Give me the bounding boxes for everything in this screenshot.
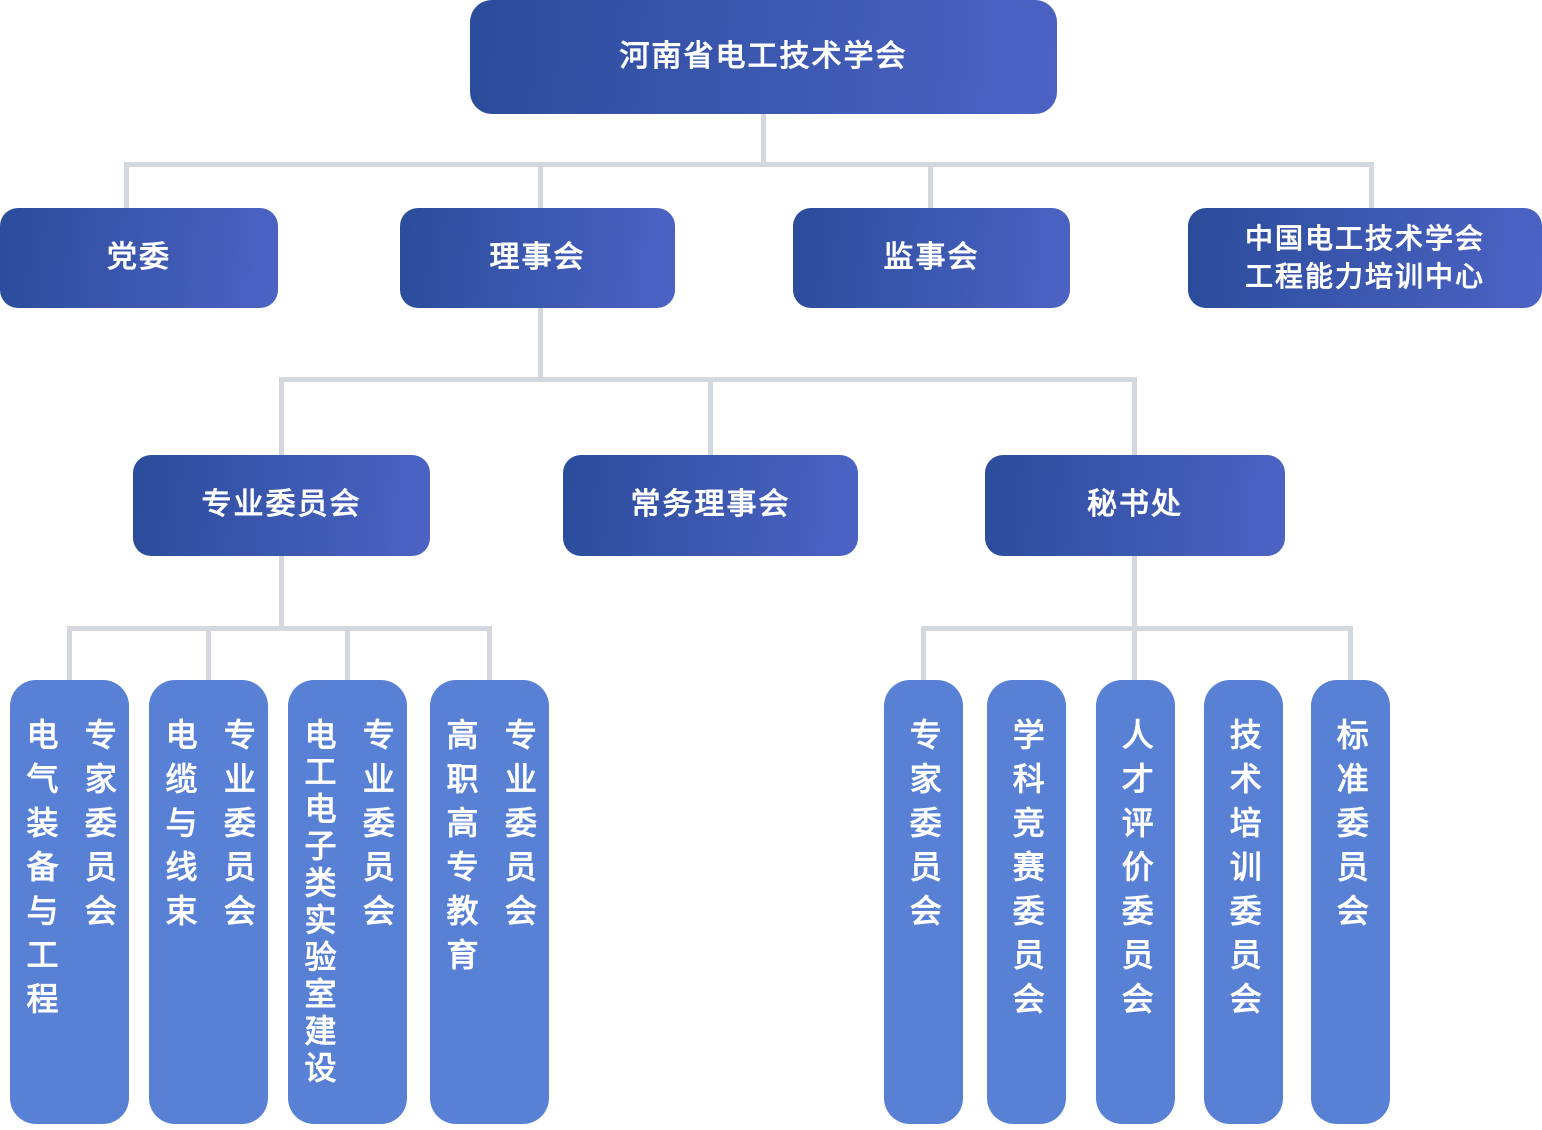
connector-stub-supervisory — [928, 162, 933, 209]
node-professional-committees-label: 专业委员会 — [201, 488, 362, 522]
connector-council-drop — [538, 308, 543, 380]
leaf-technical-training-committee-label: 技术培训委员会 — [1225, 718, 1262, 1026]
node-root-label: 河南省电工技术学会 — [619, 39, 908, 73]
node-secretariat: 秘书处 — [985, 455, 1285, 556]
leaf-vocational-education-name: 高职高专教育 — [442, 718, 479, 982]
node-council-label: 理事会 — [489, 240, 586, 274]
connector-prof-stub-1 — [67, 626, 72, 680]
connector-professional-drop — [279, 556, 284, 629]
connector-secr-stub-1 — [921, 626, 926, 680]
node-party-committee-label: 党委 — [107, 240, 171, 274]
leaf-cable-wire-harness-suffix: 专业委员会 — [219, 718, 256, 938]
node-council: 理事会 — [400, 208, 675, 308]
leaf-electrical-equipment-engineering-name: 电气装备与工程 — [22, 718, 59, 1026]
connector-secr-stub-3 — [1132, 626, 1137, 680]
leaf-standards-committee-label: 标准委员会 — [1332, 718, 1369, 938]
leaf-vocational-education: 高职高专教育 专业委员会 — [430, 680, 549, 1124]
connector-stub-training — [1369, 162, 1374, 209]
connector-stub-council — [538, 162, 543, 209]
leaf-talent-evaluation-committee-label: 人才评价委员会 — [1117, 718, 1154, 1026]
connector-prof-stub-4 — [487, 626, 492, 680]
connector-stub-professional — [279, 377, 284, 455]
node-training-center: 中国电工技术学会 工程能力培训中心 — [1188, 208, 1542, 308]
leaf-electrical-equipment-engineering-suffix: 专家委员会 — [80, 718, 117, 938]
node-standing-council: 常务理事会 — [563, 455, 858, 556]
connector-prof-rail — [67, 626, 492, 631]
leaf-cable-wire-harness-name: 电缆与线束 — [161, 718, 198, 938]
leaf-discipline-competition-committee: 学科竞赛委员会 — [987, 680, 1066, 1124]
connector-level2-rail — [124, 162, 1374, 167]
leaf-talent-evaluation-committee: 人才评价委员会 — [1096, 680, 1175, 1124]
connector-secr-stub-5 — [1348, 626, 1353, 680]
connector-secr-rail — [921, 626, 1353, 631]
connector-secretariat-drop — [1132, 556, 1137, 629]
leaf-electrical-equipment-engineering: 电气装备与工程 专家委员会 — [10, 680, 129, 1124]
node-root: 河南省电工技术学会 — [470, 0, 1057, 114]
leaf-expert-committee: 专家委员会 — [884, 680, 963, 1124]
leaf-electrical-electronics-lab: 电工电子类实验室建设 专业委员会 — [288, 680, 407, 1124]
leaf-cable-wire-harness: 电缆与线束 专业委员会 — [149, 680, 268, 1124]
connector-stub-party — [124, 162, 129, 209]
connector-root-drop — [761, 113, 766, 165]
node-secretariat-label: 秘书处 — [1087, 488, 1183, 522]
connector-stub-standing — [708, 377, 713, 455]
leaf-electrical-electronics-lab-name: 电工电子类实验室建设 — [300, 718, 337, 1088]
node-supervisory-board: 监事会 — [793, 208, 1070, 308]
connector-stub-secretariat — [1132, 377, 1137, 455]
node-training-center-line1: 中国电工技术学会 — [1244, 223, 1485, 255]
connector-prof-stub-2 — [206, 626, 211, 680]
node-supervisory-board-label: 监事会 — [883, 240, 980, 274]
leaf-vocational-education-suffix: 专业委员会 — [500, 718, 537, 938]
node-training-center-line2: 工程能力培训中心 — [1244, 261, 1485, 292]
node-professional-committees: 专业委员会 — [133, 455, 430, 556]
leaf-electrical-electronics-lab-suffix: 专业委员会 — [358, 718, 395, 938]
connector-prof-stub-3 — [345, 626, 350, 680]
leaf-standards-committee: 标准委员会 — [1311, 680, 1390, 1124]
node-party-committee: 党委 — [0, 208, 278, 308]
leaf-expert-committee-label: 专家委员会 — [905, 718, 942, 938]
node-standing-council-label: 常务理事会 — [630, 488, 791, 522]
leaf-discipline-competition-committee-label: 学科竞赛委员会 — [1008, 718, 1045, 1026]
leaf-technical-training-committee: 技术培训委员会 — [1204, 680, 1283, 1124]
